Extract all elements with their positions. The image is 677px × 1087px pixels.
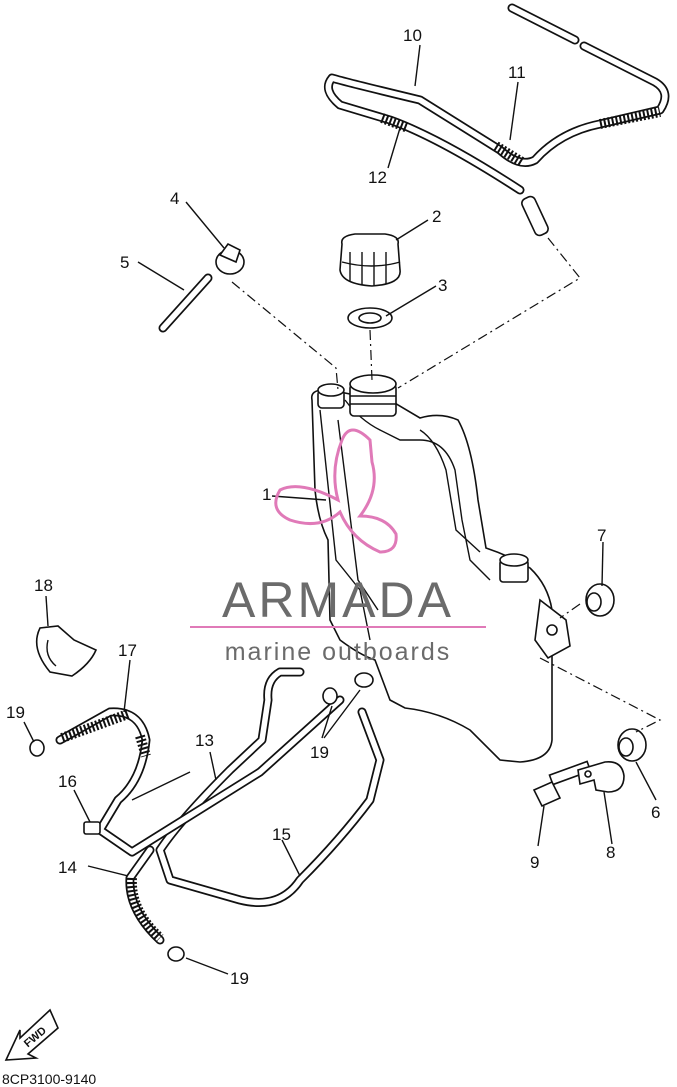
watermark: ARMADA marine outboards — [190, 428, 486, 666]
callout-14: 14 — [58, 858, 77, 877]
grommet-upper — [585, 583, 615, 617]
callout-8: 8 — [606, 843, 615, 862]
callout-19-center: 19 — [310, 743, 329, 762]
fwd-arrow: FWD — [4, 1008, 59, 1061]
callout-11: 11 — [508, 63, 526, 82]
callout-2: 2 — [432, 207, 441, 226]
assembly-lines — [231, 237, 662, 733]
callout-17: 17 — [118, 641, 137, 660]
callout-19-left: 19 — [6, 703, 25, 722]
watermark-swirl — [274, 428, 398, 554]
watermark-title: ARMADA — [222, 572, 454, 628]
bolt — [532, 760, 592, 808]
callout-1: 1 — [262, 485, 271, 504]
diagram-code: 8CP3100-9140 — [2, 1071, 96, 1087]
callout-labels: 10 11 12 2 3 4 5 1 7 6 8 9 13 14 15 16 1… — [6, 26, 660, 988]
oil-tank — [310, 374, 571, 763]
callout-3: 3 — [438, 276, 447, 295]
fitting-elbow — [215, 242, 245, 275]
leader-lines — [23, 44, 657, 975]
callout-15: 15 — [272, 825, 291, 844]
callout-19-bottom: 19 — [230, 969, 249, 988]
grommet-lower — [617, 728, 647, 762]
callout-13: 13 — [195, 731, 214, 750]
callout-5: 5 — [120, 253, 129, 272]
watermark-subtitle: marine outboards — [225, 638, 452, 666]
callout-10: 10 — [403, 26, 422, 45]
cap-gasket — [347, 307, 393, 329]
lower-hose-assembly — [55, 667, 385, 945]
callout-4: 4 — [170, 189, 179, 208]
callout-12: 12 — [368, 168, 387, 187]
callout-18: 18 — [34, 576, 53, 595]
callout-7: 7 — [597, 526, 606, 545]
tank-cap — [339, 233, 401, 287]
hose-clamp-bracket — [577, 760, 625, 793]
callout-6: 6 — [651, 803, 660, 822]
short-pipe — [158, 273, 213, 333]
hose-clamp — [35, 625, 98, 677]
callout-9: 9 — [530, 853, 539, 872]
hose-clips — [29, 672, 374, 962]
breather-hose-assembly — [323, 3, 670, 237]
callout-16: 16 — [58, 772, 77, 791]
watermark-divider — [190, 626, 486, 628]
